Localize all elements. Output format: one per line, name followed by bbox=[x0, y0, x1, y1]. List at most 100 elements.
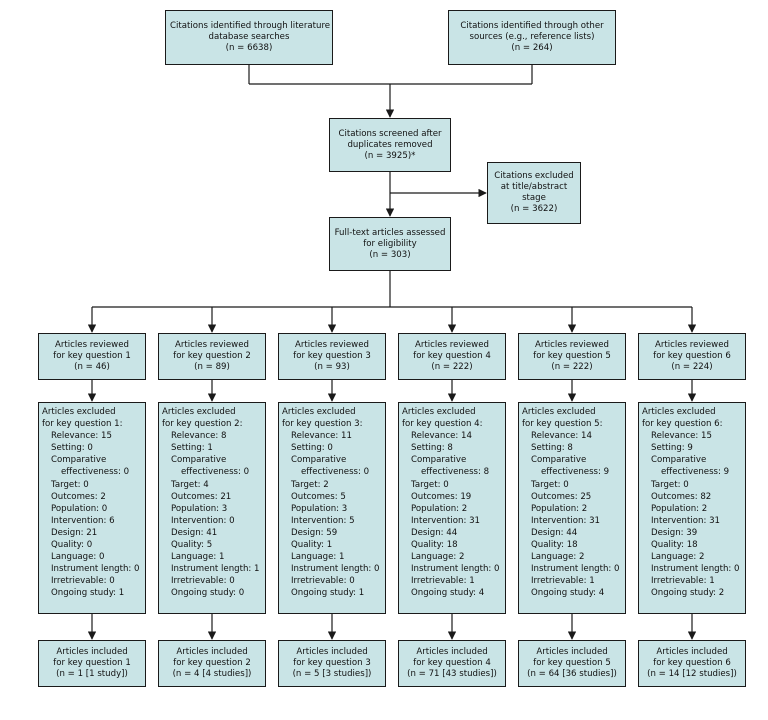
reviewed-kq5-line: for key question 5 bbox=[533, 351, 611, 361]
exclusion-reason: Comparative bbox=[171, 455, 227, 466]
exclusion-reason: Outcomes: 25 bbox=[531, 491, 592, 502]
exclusion-reason: Setting: 0 bbox=[291, 443, 333, 454]
exclusion-reason: Quality: 0 bbox=[51, 540, 93, 551]
excluded-heading-line: for key question 5: bbox=[522, 419, 603, 430]
screened-line: duplicates removed bbox=[347, 139, 433, 150]
reviewed-kq6-line: for key question 6 bbox=[653, 351, 731, 361]
excluded-title-line: (n = 3622) bbox=[510, 204, 558, 214]
included-kq6-line: (n = 14 [12 studies]) bbox=[647, 669, 737, 679]
reviewed-kq5-line: (n = 222) bbox=[551, 362, 593, 372]
reviewed-kq6-line: Articles reviewed bbox=[655, 340, 729, 350]
included-kq2-line: (n = 4 [4 studies]) bbox=[172, 669, 252, 679]
exclusion-reason: Population: 0 bbox=[51, 503, 108, 514]
screened-line: (n = 3925)* bbox=[364, 150, 416, 161]
exclusion-reason: Language: 0 bbox=[51, 552, 105, 563]
exclusion-reason: Design: 44 bbox=[531, 527, 578, 538]
exclusion-reason: Outcomes: 5 bbox=[291, 491, 346, 502]
exclusion-reason: effectiveness: 9 bbox=[541, 467, 610, 478]
exclusion-reason: Outcomes: 21 bbox=[171, 491, 232, 502]
exclusion-reason: Ongoing study: 4 bbox=[411, 588, 485, 599]
exclusion-reason: Quality: 1 bbox=[291, 540, 333, 551]
excluded-heading-line: Articles excluded bbox=[642, 407, 716, 417]
included-kq2-line: Articles included bbox=[176, 647, 248, 657]
database-search-line: (n = 6638) bbox=[225, 43, 273, 53]
included-kq4-line: for key question 4 bbox=[413, 658, 491, 668]
excluded-title-line: at title/abstract bbox=[500, 182, 568, 192]
exclusion-reason: Population: 2 bbox=[651, 503, 708, 514]
exclusion-reason: Intervention: 0 bbox=[171, 515, 235, 526]
excluded-heading-line: Articles excluded bbox=[402, 407, 476, 417]
database-search-line: database searches bbox=[208, 32, 290, 42]
exclusion-reason: Setting: 9 bbox=[651, 443, 693, 454]
included-kq1-line: for key question 1 bbox=[53, 658, 131, 668]
included-kq3-line: for key question 3 bbox=[293, 658, 371, 668]
exclusion-reason: Target: 0 bbox=[51, 479, 89, 490]
exclusion-reason: effectiveness: 8 bbox=[421, 467, 490, 478]
included-kq5-line: Articles included bbox=[536, 647, 608, 657]
excluded-title-line: Citations excluded bbox=[494, 171, 574, 181]
exclusion-reason: Intervention: 31 bbox=[531, 515, 601, 526]
exclusion-reason: Instrument length: 0 bbox=[531, 564, 620, 575]
exclusion-reason: Setting: 8 bbox=[411, 443, 453, 454]
exclusion-reason: effectiveness: 0 bbox=[301, 467, 370, 478]
screened-line: Citations screened after bbox=[338, 128, 442, 139]
exclusion-reason: Relevance: 8 bbox=[171, 431, 227, 442]
excluded-heading-line: for key question 6: bbox=[642, 419, 723, 430]
exclusion-reason: Language: 1 bbox=[291, 552, 345, 563]
full-text-line: (n = 303) bbox=[369, 249, 411, 260]
exclusion-reason: Setting: 0 bbox=[51, 443, 93, 454]
exclusion-reason: Instrument length: 0 bbox=[291, 564, 380, 575]
included-kq5-line: for key question 5 bbox=[533, 658, 611, 668]
exclusion-reason: Ongoing study: 4 bbox=[531, 588, 605, 599]
exclusion-reason: Intervention: 31 bbox=[411, 515, 481, 526]
exclusion-reason: effectiveness: 0 bbox=[61, 467, 130, 478]
excluded-heading-line: for key question 4: bbox=[402, 419, 483, 430]
reviewed-kq2-line: for key question 2 bbox=[173, 351, 251, 361]
exclusion-reason: Target: 2 bbox=[291, 479, 329, 490]
exclusion-reason: Target: 4 bbox=[171, 479, 209, 490]
exclusion-reason: Target: 0 bbox=[411, 479, 449, 490]
included-kq6-line: Articles included bbox=[656, 647, 728, 657]
other-sources-line: Citations identified through other bbox=[460, 21, 604, 31]
exclusion-reason: Irretrievable: 1 bbox=[651, 576, 715, 587]
included-kq6-line: for key question 6 bbox=[653, 658, 731, 668]
exclusion-reason: Target: 0 bbox=[531, 479, 569, 490]
exclusion-reason: Ongoing study: 0 bbox=[171, 588, 245, 599]
included-kq3-line: Articles included bbox=[296, 647, 368, 657]
exclusion-reason: Quality: 18 bbox=[651, 540, 698, 551]
included-kq1-line: (n = 1 [1 study]) bbox=[56, 669, 128, 679]
exclusion-reason: Instrument length: 0 bbox=[651, 564, 740, 575]
reviewed-kq1-line: (n = 46) bbox=[74, 362, 110, 372]
exclusion-reason: Intervention: 31 bbox=[651, 515, 721, 526]
exclusion-reason: Population: 2 bbox=[411, 503, 468, 514]
exclusion-reason: Setting: 8 bbox=[531, 443, 573, 454]
included-kq3-line: (n = 5 [3 studies]) bbox=[292, 669, 372, 679]
exclusion-reason: Irretrievable: 1 bbox=[411, 576, 475, 587]
exclusion-reason: Irretrievable: 0 bbox=[291, 576, 355, 587]
exclusion-reason: Outcomes: 2 bbox=[51, 491, 106, 502]
exclusion-reason: Population: 3 bbox=[171, 503, 228, 514]
exclusion-reason: effectiveness: 9 bbox=[661, 467, 730, 478]
excluded-heading-line: Articles excluded bbox=[282, 407, 356, 417]
full-text-line: Full-text articles assessed bbox=[334, 227, 446, 238]
exclusion-reason: Instrument length: 0 bbox=[411, 564, 500, 575]
exclusion-reason: Relevance: 15 bbox=[51, 431, 112, 442]
other-sources-line: (n = 264) bbox=[511, 43, 553, 53]
